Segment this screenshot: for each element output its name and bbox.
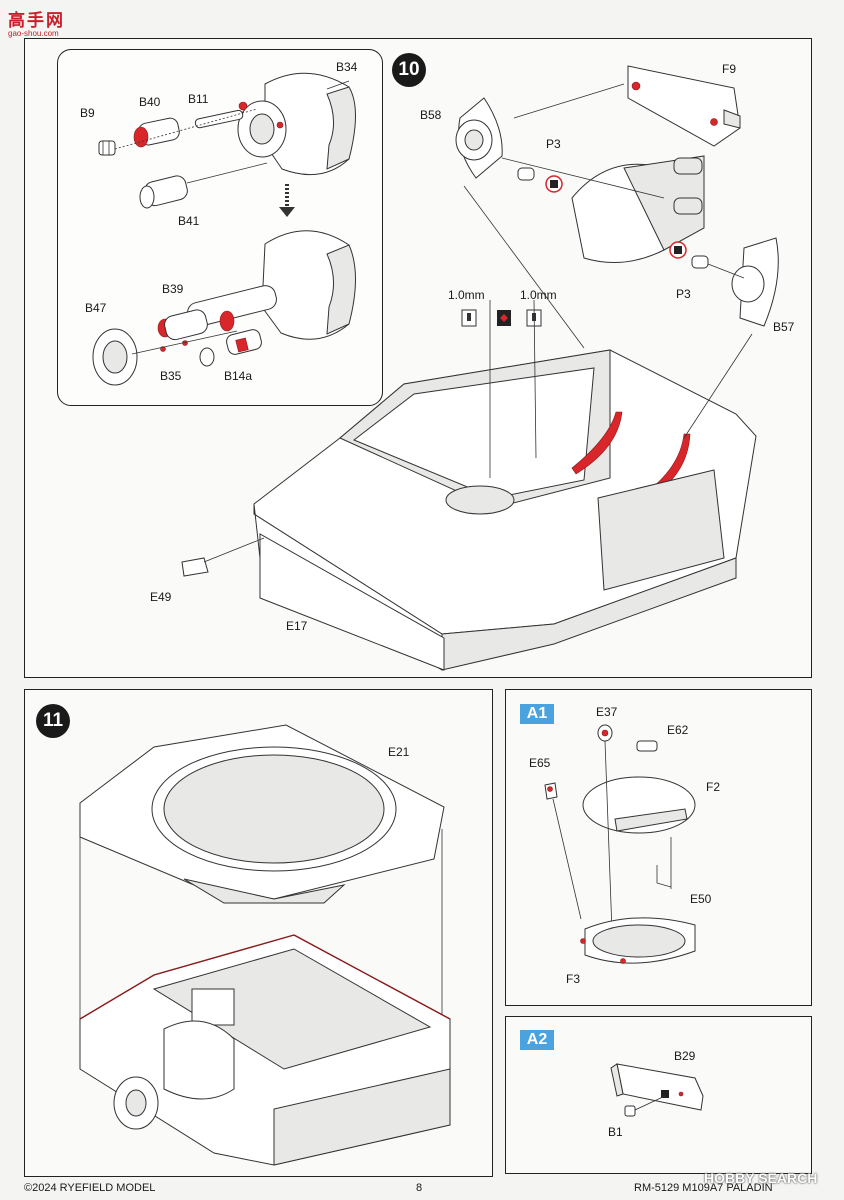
label-b39: B39 — [162, 282, 184, 296]
label-b40: B40 — [139, 95, 161, 109]
label-b58: B58 — [420, 108, 442, 122]
step-11-badge: 11 — [36, 704, 70, 738]
inset-barrel-assembly-drawing — [92, 72, 356, 386]
label-b11: B11 — [188, 92, 209, 106]
sub-a2-tag: A2 — [520, 1030, 554, 1050]
sub-a2-part-drawing — [610, 1063, 704, 1117]
step-10-hull-drawing — [181, 65, 779, 671]
footer-page-number: 8 — [416, 1182, 423, 1194]
label-e21: E21 — [388, 745, 410, 759]
label-drill-1mm-right: 1.0mm — [520, 288, 557, 302]
label-e62: E62 — [667, 723, 689, 737]
footer-copyright: ©2024 RYEFIELD MODEL — [24, 1182, 156, 1194]
watermark-hobby-search: HOBBY SEARCH — [704, 1170, 818, 1186]
label-e65: E65 — [529, 756, 551, 770]
footer-product-code: RM-5129 M109A7 PALADIN — [634, 1182, 773, 1194]
label-b34: B34 — [336, 60, 358, 74]
label-f3: F3 — [566, 972, 581, 986]
watermark-url: gao-shou.com — [8, 29, 59, 38]
label-e50: E50 — [690, 892, 712, 906]
label-f9: F9 — [722, 62, 737, 76]
sub-a1-hatch-drawing — [544, 724, 696, 964]
label-b9: B9 — [80, 106, 95, 120]
label-e17: E17 — [286, 619, 308, 633]
drill-hole-icon — [461, 309, 477, 327]
watermark-logo-text: 高手网 — [8, 11, 65, 30]
part-b9 — [98, 140, 116, 156]
label-b1: B1 — [608, 1125, 623, 1139]
label-e49: E49 — [150, 590, 172, 604]
label-e37: E37 — [596, 705, 618, 719]
glue-flip-icon — [497, 310, 511, 326]
watermark-logo: 高手网 gao-shou.com — [8, 6, 65, 38]
step-10-badge: 10 — [392, 53, 426, 87]
step-11-turret-drawing — [79, 724, 451, 1166]
sub-a1-tag: A1 — [520, 704, 554, 724]
label-p3-upper: P3 — [546, 137, 561, 151]
label-b35: B35 — [160, 369, 182, 383]
label-f2: F2 — [706, 780, 721, 794]
label-b41: B41 — [178, 214, 200, 228]
label-b14a: B14a — [224, 369, 253, 383]
label-b57: B57 — [773, 320, 795, 334]
label-b29: B29 — [674, 1049, 696, 1063]
label-p3-lower: P3 — [676, 287, 691, 301]
label-drill-1mm-left: 1.0mm — [448, 288, 485, 302]
label-b47: B47 — [85, 301, 107, 315]
